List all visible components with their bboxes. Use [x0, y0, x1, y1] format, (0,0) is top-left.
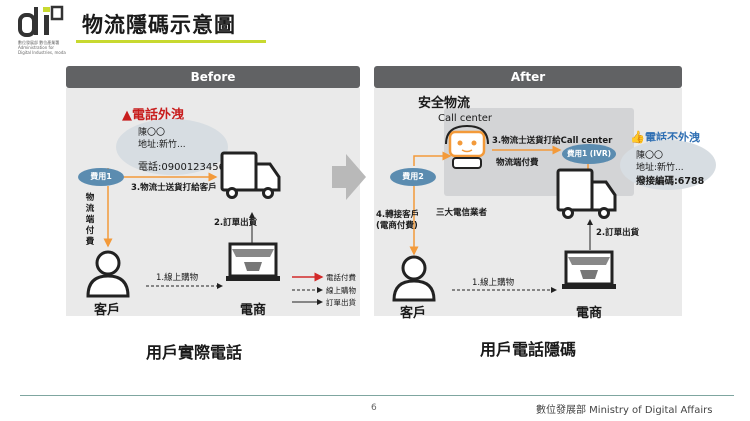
logo-mark [18, 5, 64, 37]
merchant-label: 電商 [576, 306, 603, 321]
vertical-char: 流 [85, 204, 95, 214]
title-underline [76, 40, 266, 43]
vertical-char: 付 [85, 226, 95, 236]
customer-label: 客戶 [400, 306, 427, 321]
moda-logo: 數位發展部 數位產業署 Administration for Digital I… [18, 5, 66, 55]
legend-item: 電話付費 [326, 273, 356, 282]
secure-logistics-label: 安全物流 [418, 96, 471, 111]
before-panel-header: Before [66, 66, 360, 88]
before-caption: 用戶實際電話 [146, 343, 243, 362]
bubble-line: 陳〇〇 [636, 151, 664, 161]
telecom-label: 三大電信業者 [436, 208, 488, 218]
bubble-line: 地址:新竹... [138, 140, 186, 150]
transfer-line: 4.轉接客戶 [376, 210, 420, 220]
logistics-fee-vertical: 物 流 端 付 費 [85, 193, 95, 248]
legend-item: 線上購物 [326, 286, 356, 295]
logo-caption-line: Digital Industries, moda [18, 50, 66, 55]
logistics-fee-label: 物流端付費 [496, 158, 539, 168]
fee2-chip: 費用2 [390, 168, 436, 186]
online-buy-label: 1.線上購物 [472, 278, 515, 288]
footer-ministry: 數位發展部 Ministry of Digital Affairs [536, 405, 713, 416]
customer-info-bubble [116, 119, 228, 175]
bubble-phone-line: 電話:0900123456 [138, 162, 225, 173]
bubble-line: 陳〇〇 [138, 128, 166, 138]
page-number: 6 [371, 403, 377, 413]
fee1-ivr-chip: 費用1 (IVR) [562, 144, 616, 164]
bubble-code-line: 撥接編碼:6788 [636, 176, 705, 187]
logo-caption-line: Administration for [18, 45, 55, 50]
masked-info-bubble [620, 140, 716, 190]
page-title: 物流隱碼示意圖 [82, 13, 236, 37]
merchant-label: 電商 [240, 303, 267, 318]
logo-caption-line: 數位發展部 數位產業署 [18, 40, 60, 45]
bubble-line: 地址:新竹... [636, 163, 684, 173]
warning-icon: ▲ [122, 108, 132, 123]
thumbs-up-icon: 👍 [630, 130, 645, 144]
fee-chip: 費用1 [78, 168, 124, 186]
footer-rule [20, 395, 734, 396]
legend-item: 訂單出貨 [326, 298, 356, 307]
transfer-customer-label: 4.轉接客戶 (電商付費) [376, 210, 419, 232]
online-buy-label: 1.線上購物 [156, 273, 199, 283]
after-caption: 用戶電話隱碼 [480, 340, 577, 359]
customer-label: 客戶 [94, 303, 121, 318]
order-ship-label: 2.訂單出貨 [214, 218, 258, 228]
after-panel-header: After [374, 66, 682, 88]
vertical-char: 費 [85, 237, 95, 247]
transfer-line: (電商付費) [376, 221, 418, 231]
vertical-char: 端 [85, 215, 95, 225]
courier-call-label: 3.物流士送貨打給客戶 [131, 183, 217, 193]
vertical-char: 物 [85, 193, 95, 203]
call-center-label: Call center [438, 113, 493, 124]
order-ship-label: 2.訂單出貨 [596, 228, 640, 238]
courier-call-label: 3.物流士送貨打給Call center [492, 136, 613, 146]
